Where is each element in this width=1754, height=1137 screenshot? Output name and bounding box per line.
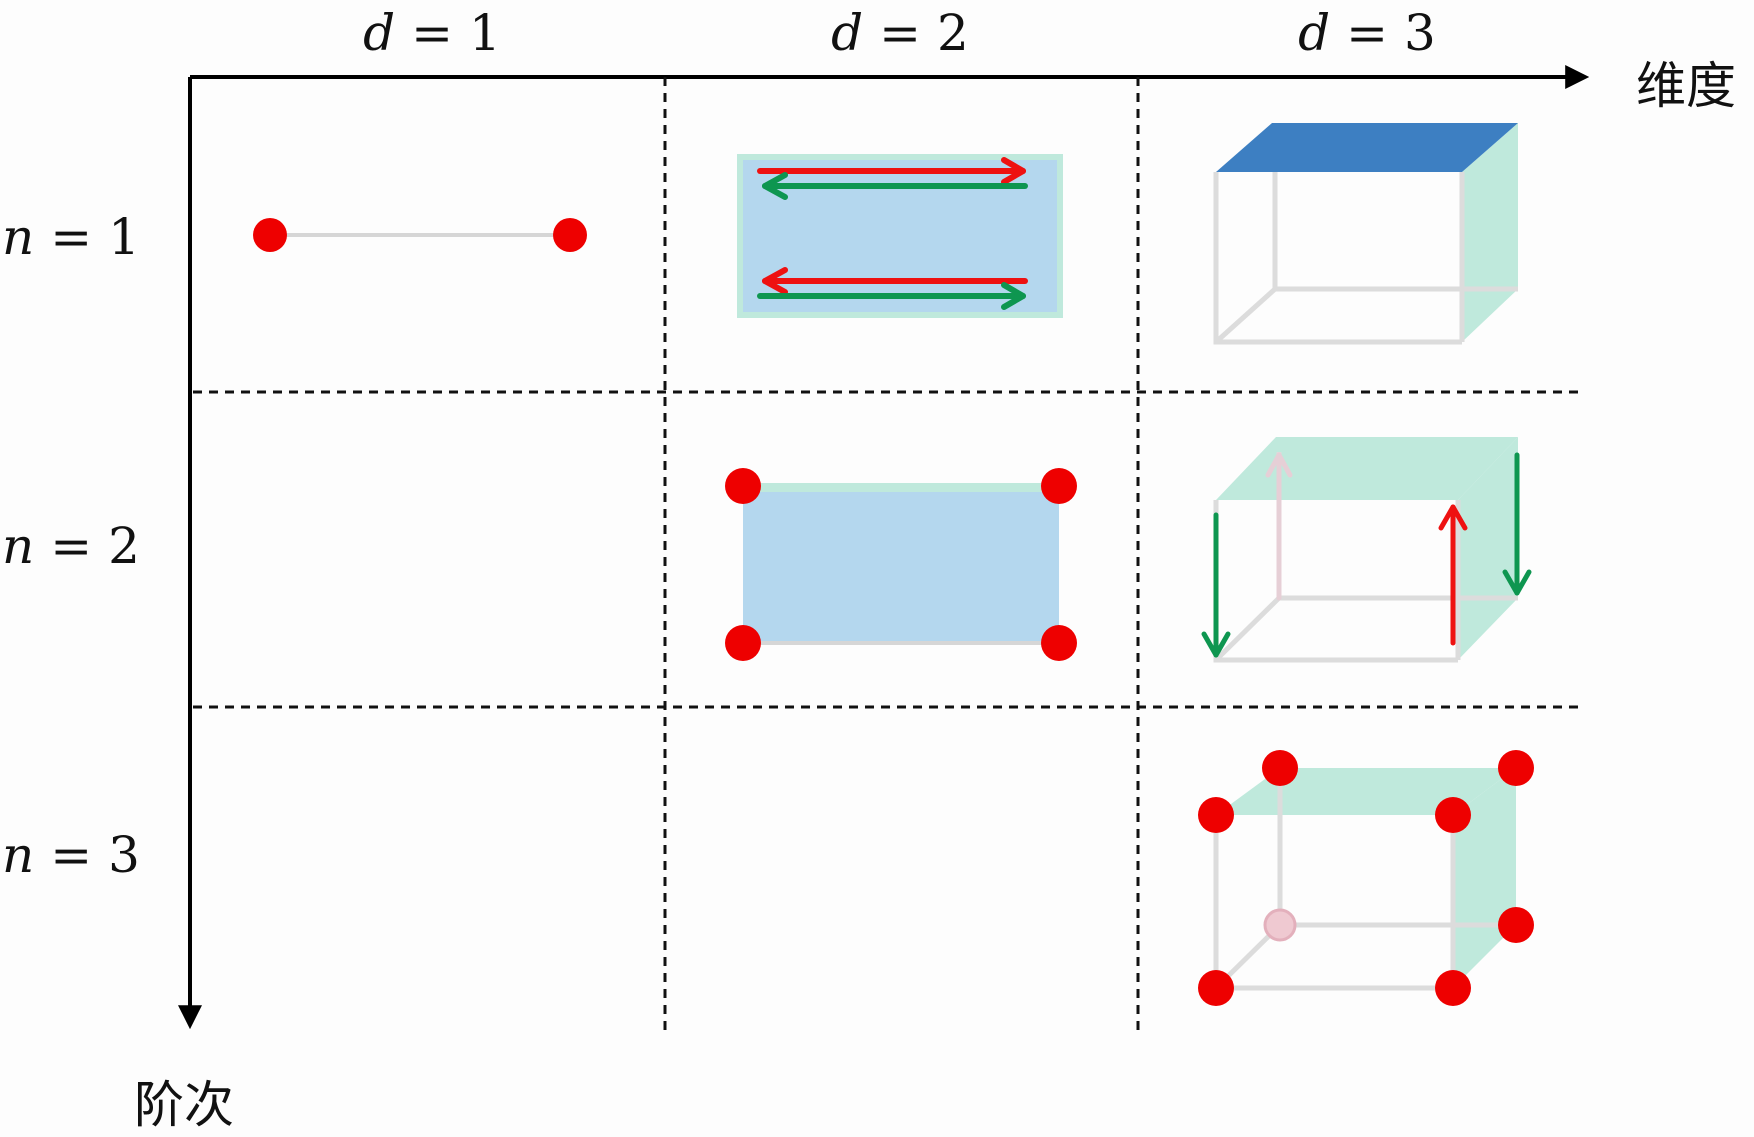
row-label-n2: n=2 [2, 517, 140, 575]
row-label-n3: n=3 [2, 826, 140, 884]
node-dot [1041, 625, 1077, 661]
edge-arrows [1201, 452, 1532, 658]
side-face [1458, 437, 1518, 660]
node-dot [1498, 907, 1534, 943]
cell-n2-d3 [1201, 437, 1532, 663]
node-dot [1198, 797, 1234, 833]
node-dot [253, 218, 287, 252]
node-dot [1262, 750, 1298, 786]
cell-n1-d3 [1213, 123, 1518, 345]
node-dot [725, 468, 761, 504]
top-face [1216, 123, 1518, 172]
horizontal-axis-title: 维度 [1636, 57, 1736, 115]
node-dot-hidden [1263, 908, 1297, 942]
cell-n1-d1 [253, 218, 587, 252]
node-dot [1198, 970, 1234, 1006]
cell-n2-d2 [725, 468, 1077, 661]
row-label-n1: n=1 [2, 208, 140, 266]
cell-n1-d2 [737, 154, 1063, 318]
node-dot [553, 218, 587, 252]
grid-lines [193, 77, 1585, 1035]
node-dot [1498, 750, 1534, 786]
column-label-d2: d=2 [831, 4, 969, 62]
top-face [1216, 437, 1518, 500]
edge-arrows [757, 157, 1028, 310]
face-top-strip [743, 483, 1059, 492]
column-label-d1: d=1 [363, 4, 501, 62]
node-dot [1435, 797, 1471, 833]
cell-n3-d3 [1198, 750, 1534, 1006]
node-dot [1435, 970, 1471, 1006]
node-dot [725, 625, 761, 661]
face-rectangle [743, 486, 1059, 643]
box-edges [1213, 172, 1518, 345]
node-dot [1041, 468, 1077, 504]
vertical-axis-title: 阶次 [134, 1076, 234, 1134]
column-label-d3: d=3 [1298, 4, 1436, 62]
